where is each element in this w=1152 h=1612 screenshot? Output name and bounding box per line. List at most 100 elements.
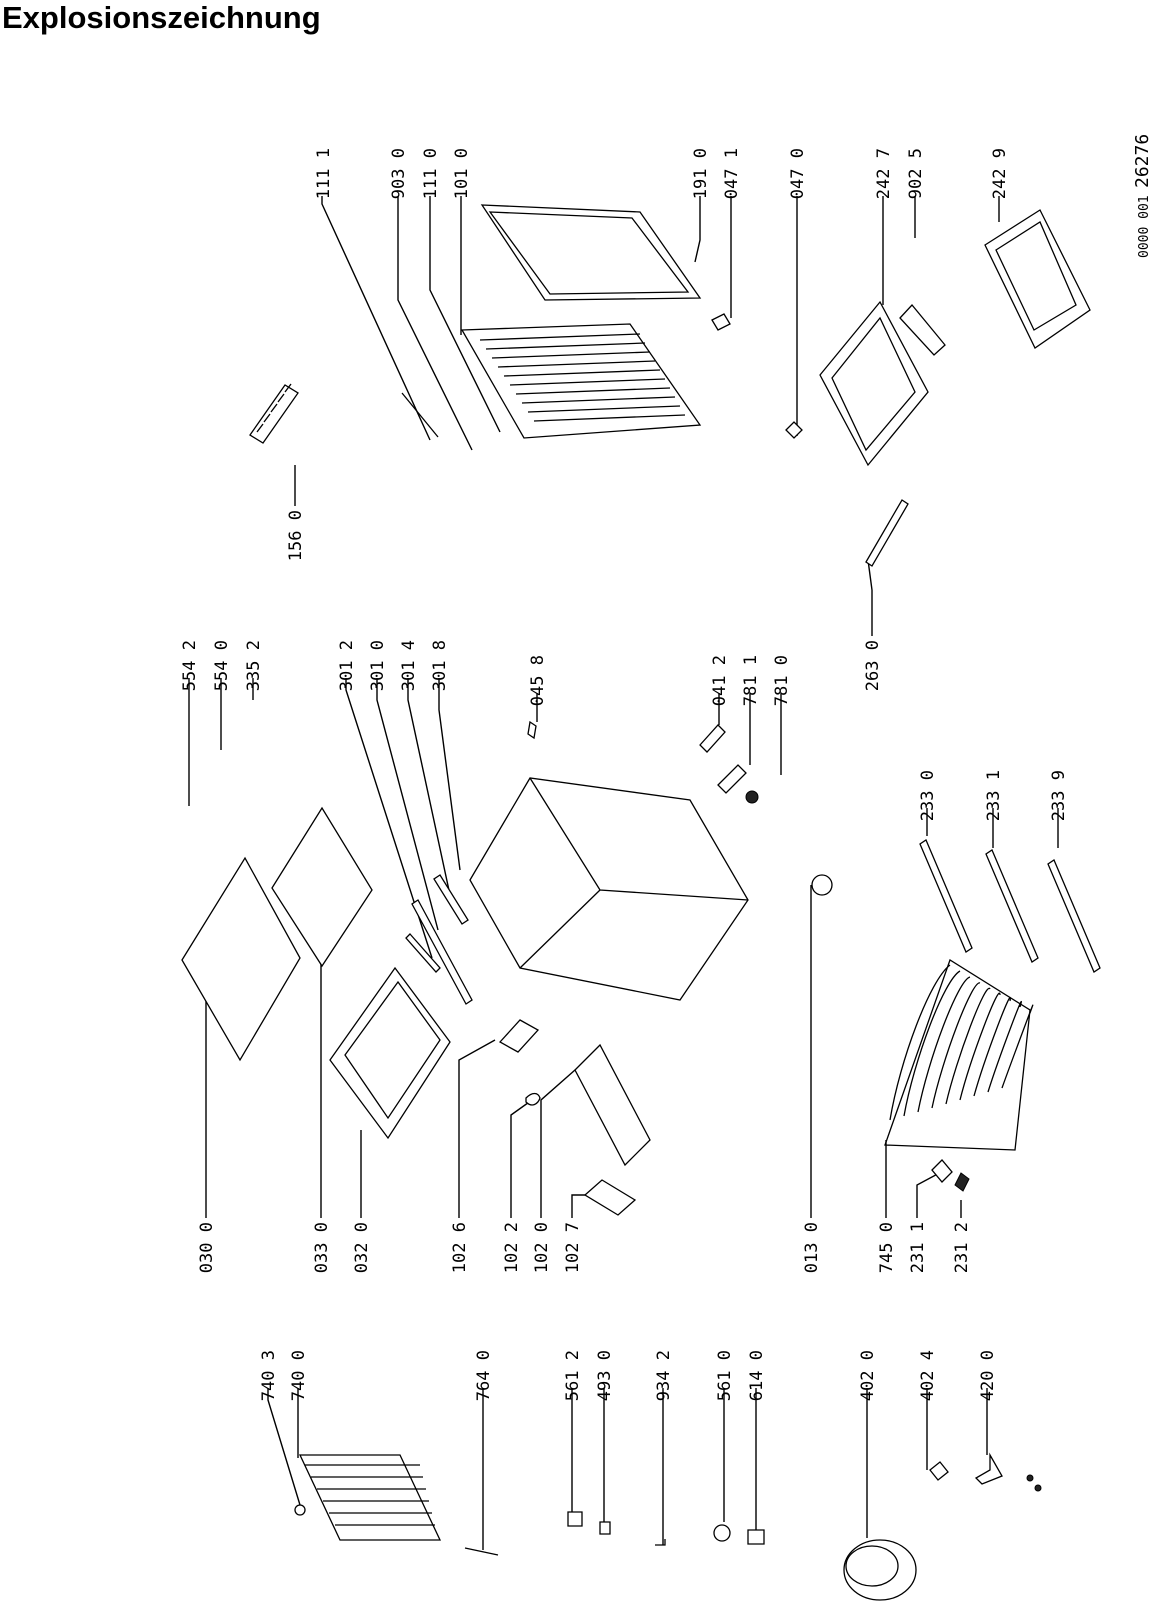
part-callout-label: 740 0 bbox=[289, 1350, 309, 1401]
part-callout-label: 111 0 bbox=[421, 148, 441, 199]
door-grille-line bbox=[497, 360, 656, 368]
leader-line bbox=[267, 1388, 301, 1506]
freezer-door-shape bbox=[460, 323, 702, 439]
leader-line bbox=[376, 678, 439, 931]
part-callout-label: 047 0 bbox=[788, 148, 808, 199]
compressor-top bbox=[845, 1545, 899, 1587]
hinge-pin-shape bbox=[785, 421, 803, 439]
door-grille-line bbox=[503, 369, 661, 377]
worktop-shape bbox=[271, 806, 373, 968]
ice-tray-cell bbox=[270, 403, 278, 413]
part-callout-label: 013 0 bbox=[802, 1222, 822, 1273]
ice-tray-cell bbox=[263, 413, 271, 423]
part-callout-label: 554 0 bbox=[212, 640, 232, 691]
relay-shape bbox=[599, 1521, 611, 1535]
condenser-coil-line bbox=[973, 997, 1011, 1097]
crisper-cover-strip bbox=[899, 304, 946, 356]
condenser-coil-line bbox=[1001, 1004, 1034, 1089]
knob-shape bbox=[745, 790, 759, 804]
glass-shelf-shape bbox=[865, 499, 909, 567]
part-callout-label: 781 0 bbox=[772, 655, 792, 706]
part-callout-label: 335 2 bbox=[244, 640, 264, 691]
door-grille-line bbox=[515, 387, 671, 395]
condenser-coil-line bbox=[889, 964, 951, 1121]
shelf-frame-shape bbox=[329, 966, 451, 1140]
shelf-frame-inner bbox=[344, 980, 441, 1120]
part-callout-label: 111 1 bbox=[314, 148, 334, 199]
crisper-drawer-inner bbox=[831, 316, 916, 452]
crisper-drawer-shape bbox=[819, 300, 929, 467]
part-callout-label: 554 2 bbox=[180, 640, 200, 691]
leader-line bbox=[397, 196, 473, 451]
part-callout-label: 156 0 bbox=[286, 510, 306, 561]
document-number-prefix: 0000 001 bbox=[1137, 195, 1152, 258]
condenser-coil-line bbox=[917, 976, 971, 1113]
vent-grille-shape bbox=[717, 764, 747, 794]
rail-shape bbox=[919, 839, 973, 953]
ice-tray-cell bbox=[256, 423, 264, 433]
leader-line bbox=[540, 1069, 576, 1218]
part-callout-label: 233 1 bbox=[984, 770, 1004, 821]
part-callout-label: 033 0 bbox=[312, 1222, 332, 1273]
part-callout-label: 745 0 bbox=[877, 1222, 897, 1273]
door-shelf-support-shape bbox=[583, 1179, 637, 1216]
compressor-shape bbox=[843, 1539, 917, 1601]
document-number: 0000 001 26276 bbox=[1132, 134, 1152, 258]
hinge-bar-shape bbox=[411, 899, 473, 1005]
part-callout-label: 030 0 bbox=[197, 1222, 217, 1273]
top-panel-shape bbox=[181, 856, 301, 1062]
part-callout-label: 934 2 bbox=[654, 1350, 674, 1401]
rail-shape bbox=[985, 849, 1039, 963]
leader-line bbox=[694, 196, 701, 263]
condenser-coil-line bbox=[987, 1000, 1022, 1093]
part-callout-label: 764 0 bbox=[474, 1350, 494, 1401]
hinge-small-shape bbox=[433, 874, 469, 925]
door-shelf-shape bbox=[574, 1043, 651, 1167]
part-callout-label: 242 7 bbox=[874, 148, 894, 199]
part-callout-label: 233 0 bbox=[918, 770, 938, 821]
part-callout-label: 047 1 bbox=[722, 148, 742, 199]
ice-tray-shape bbox=[249, 384, 299, 444]
document-number-value: 26276 bbox=[1132, 134, 1152, 188]
part-callout-label: 233 9 bbox=[1049, 770, 1069, 821]
part-callout-label: 420 0 bbox=[978, 1350, 998, 1401]
part-callout-label: 740 3 bbox=[259, 1350, 279, 1401]
condenser-coil-shape bbox=[884, 959, 1031, 1151]
part-callout-label: 102 2 bbox=[502, 1222, 522, 1273]
crisper-bin-shape bbox=[984, 209, 1091, 349]
thermostat-sensor-shape bbox=[464, 1547, 499, 1556]
part-callout-label: 301 8 bbox=[430, 640, 450, 691]
condenser-coil-line bbox=[931, 982, 981, 1109]
part-illustrations bbox=[181, 204, 1101, 1601]
screw-dot bbox=[1034, 1484, 1042, 1492]
leader-line bbox=[867, 559, 873, 636]
part-callout-label: 301 0 bbox=[368, 640, 388, 691]
clip-dark-shape bbox=[954, 1172, 970, 1192]
shelf-clip-shape bbox=[525, 1092, 541, 1106]
adjustable-foot-shape bbox=[811, 874, 833, 896]
cabinet-body-shape bbox=[469, 777, 749, 1001]
door-grille-line bbox=[479, 333, 641, 341]
leader-line bbox=[345, 678, 433, 959]
shelf-support-shape bbox=[498, 1019, 540, 1053]
part-callout-label: 402 0 bbox=[858, 1350, 878, 1401]
condenser-coil-line bbox=[903, 970, 961, 1117]
part-callout-label: 301 2 bbox=[337, 640, 357, 691]
part-callout-label: 041 2 bbox=[710, 655, 730, 706]
part-callout-label: 781 1 bbox=[741, 655, 761, 706]
part-callout-label: 231 2 bbox=[952, 1222, 972, 1273]
leader-line bbox=[321, 196, 431, 441]
part-callout-label: 102 7 bbox=[563, 1222, 583, 1273]
condenser-coil-line bbox=[945, 987, 991, 1105]
door-grille-line bbox=[509, 378, 666, 386]
leader-line bbox=[571, 1194, 585, 1218]
part-callout-label: 561 2 bbox=[563, 1350, 583, 1401]
wire-shape bbox=[655, 1539, 666, 1546]
part-callout-label: 402 4 bbox=[918, 1350, 938, 1401]
door-gasket-inner bbox=[488, 211, 690, 295]
part-callout-label: 561 0 bbox=[715, 1350, 735, 1401]
bracket-shape bbox=[699, 724, 726, 753]
drain-plug-shape bbox=[294, 1504, 306, 1516]
